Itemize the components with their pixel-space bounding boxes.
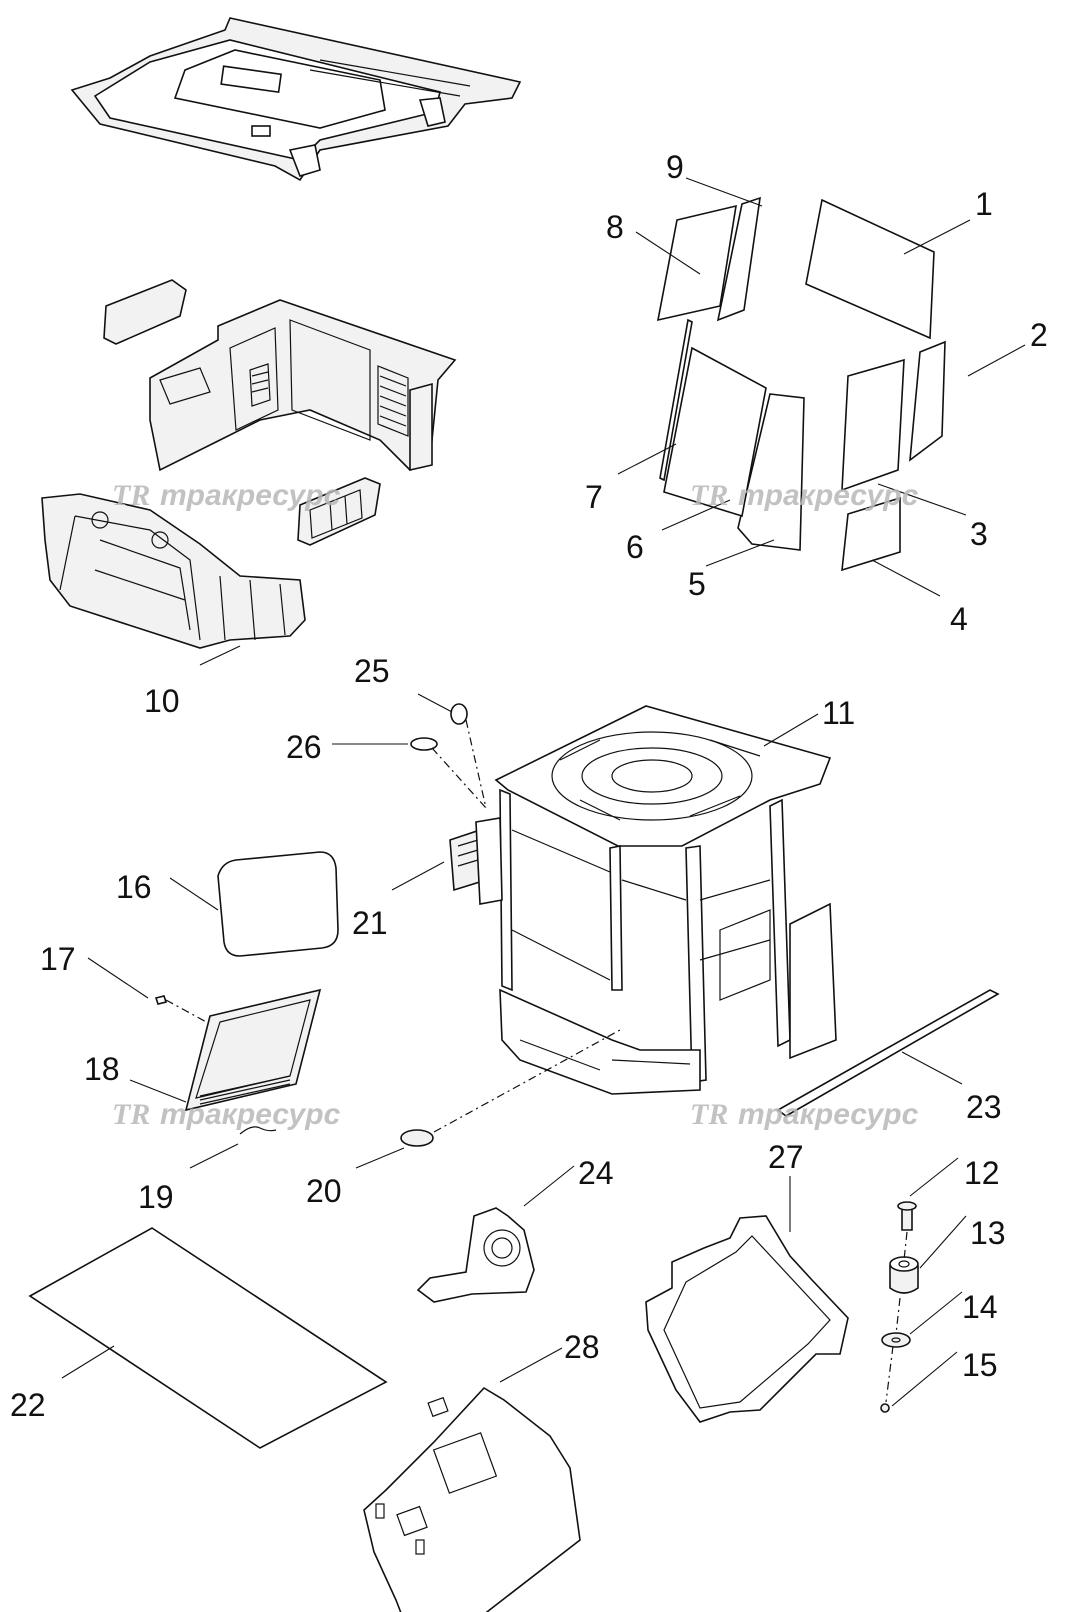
watermark-2: TR тракресурс [690, 479, 919, 512]
callout-27: 27 [768, 1139, 804, 1175]
callout-19: 19 [138, 1179, 174, 1215]
hatch-assembly [154, 851, 621, 1147]
nut-15 [880, 1403, 890, 1413]
callout-2: 2 [1030, 317, 1048, 353]
rear-lower-trim [41, 493, 306, 649]
callout-23: 23 [966, 1089, 1002, 1125]
glass-3 [841, 358, 905, 492]
glass-8 [656, 204, 737, 322]
antenna-and-plugs [410, 703, 487, 809]
watermark-4: TR тракресурс [690, 1098, 919, 1131]
callout-24: 24 [578, 1155, 614, 1191]
seal-16 [217, 851, 339, 957]
callout-5: 5 [688, 566, 706, 602]
cab-frame [449, 705, 837, 1095]
callout-10: 10 [144, 683, 180, 719]
callout-17: 17 [40, 941, 76, 977]
watermark-logo: TR [690, 479, 728, 512]
frame-27 [645, 1215, 849, 1423]
tray-18 [184, 988, 322, 1112]
callout-12: 12 [964, 1155, 1000, 1191]
watermark-text: тракресурс [160, 1098, 341, 1131]
mat-22 [28, 1227, 388, 1449]
clip-19 [239, 1126, 277, 1135]
callout-labels: 1 2 3 4 5 6 7 8 9 10 11 12 13 14 15 16 1… [10, 149, 1048, 1423]
window-glasses [656, 196, 946, 572]
plug-25 [450, 703, 468, 725]
side-trim-panels [103, 279, 457, 546]
rubber-mount-13 [889, 1265, 919, 1294]
bolt-17 [154, 995, 168, 1005]
watermark-logo: TR [112, 1098, 150, 1131]
callout-7: 7 [585, 479, 603, 515]
callout-1: 1 [975, 186, 993, 222]
bracket-24 [416, 1207, 535, 1303]
watermark-text: тракресурс [738, 479, 919, 512]
roof-headliner [70, 17, 522, 182]
leader-lines [61, 177, 1026, 1407]
grommet-20 [400, 1129, 434, 1147]
glass-9 [716, 196, 761, 322]
mats-and-plates [28, 989, 1000, 1612]
glass-1 [805, 198, 935, 340]
glass-7 [659, 318, 693, 482]
glass-2 [909, 340, 946, 462]
callout-13: 13 [970, 1215, 1006, 1251]
callout-26: 26 [286, 729, 322, 765]
callout-16: 16 [116, 869, 152, 905]
callout-3: 3 [970, 516, 988, 552]
callout-14: 14 [962, 1289, 998, 1325]
watermark-text: тракресурс [738, 1098, 919, 1131]
grommet-26 [410, 737, 438, 751]
strip-23 [776, 989, 1000, 1117]
callout-25: 25 [354, 653, 390, 689]
callout-8: 8 [606, 209, 624, 245]
callout-18: 18 [84, 1051, 120, 1087]
watermark-1: TR тракресурс [112, 479, 341, 512]
plate-28 [363, 1386, 581, 1612]
watermark-text: тракресурс [160, 479, 341, 512]
glass-6 [663, 346, 767, 518]
callout-15: 15 [962, 1347, 998, 1383]
mount-stack [880, 1201, 919, 1413]
watermark-logo: TR [690, 1098, 728, 1131]
callout-4: 4 [950, 601, 968, 637]
callout-22: 22 [10, 1387, 46, 1423]
callout-21: 21 [352, 905, 388, 941]
bolt-12 [901, 1207, 913, 1231]
callout-28: 28 [564, 1329, 600, 1365]
watermark-logo: TR [112, 479, 150, 512]
watermark-3: TR тракресурс [112, 1098, 341, 1131]
callout-9: 9 [666, 149, 684, 185]
callout-6: 6 [626, 529, 644, 565]
washer-14 [881, 1332, 911, 1348]
callout-11: 11 [822, 695, 855, 731]
callout-20: 20 [306, 1173, 342, 1209]
glass-4 [841, 496, 901, 572]
